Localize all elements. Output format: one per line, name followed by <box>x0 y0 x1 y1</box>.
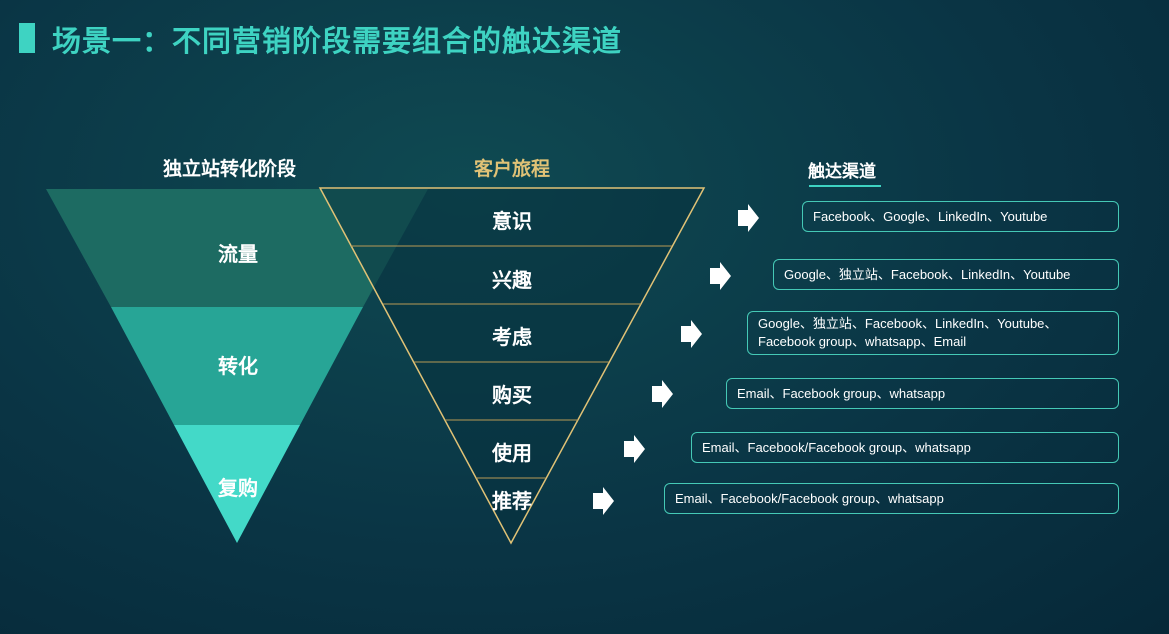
journey-awareness: 意识 <box>492 209 532 233</box>
funnel-band-conversion <box>111 307 363 425</box>
arrow-icon <box>652 380 673 408</box>
channel-box-referral: Email、Facebook/Facebook group、whatsapp <box>664 483 1119 514</box>
arrow-icon <box>593 487 614 515</box>
site-stage-traffic: 流量 <box>218 242 258 266</box>
site-stage-header: 独立站转化阶段 <box>163 158 297 180</box>
channels-header: 触达渠道 <box>808 162 876 182</box>
arrow-icon <box>710 262 731 290</box>
funnel-band-traffic <box>46 189 428 307</box>
funnel-band-repurchase <box>174 425 300 543</box>
journey-funnel-outline <box>318 187 706 545</box>
arrow-icon <box>681 320 702 348</box>
page-title: 场景一：不同营销阶段需要组合的触达渠道 <box>52 24 623 58</box>
journey-consideration: 考虑 <box>492 325 532 349</box>
channel-box-purchase: Email、Facebook group、whatsapp <box>726 378 1119 409</box>
title-accent-bar <box>19 23 35 53</box>
journey-interest: 兴趣 <box>492 268 532 292</box>
journey-header: 客户旅程 <box>474 158 551 180</box>
channel-box-interest: Google、独立站、Facebook、LinkedIn、Youtube <box>773 259 1119 290</box>
journey-use: 使用 <box>492 441 532 465</box>
site-stage-repurchase: 复购 <box>218 476 258 500</box>
arrow-icon <box>624 435 645 463</box>
channel-box-consideration: Google、独立站、Facebook、LinkedIn、Youtube、Fac… <box>747 311 1119 355</box>
channel-box-awareness: Facebook、Google、LinkedIn、Youtube <box>802 201 1119 232</box>
channel-box-use: Email、Facebook/Facebook group、whatsapp <box>691 432 1119 463</box>
journey-purchase: 购买 <box>492 383 532 407</box>
arrows <box>593 204 759 515</box>
arrow-icon <box>738 204 759 232</box>
journey-referral: 推荐 <box>492 489 532 513</box>
channels-header-underline <box>809 185 881 187</box>
journey-dividers <box>351 245 672 479</box>
site-stage-conversion: 转化 <box>218 354 258 378</box>
journey-funnel-fill <box>320 188 704 543</box>
